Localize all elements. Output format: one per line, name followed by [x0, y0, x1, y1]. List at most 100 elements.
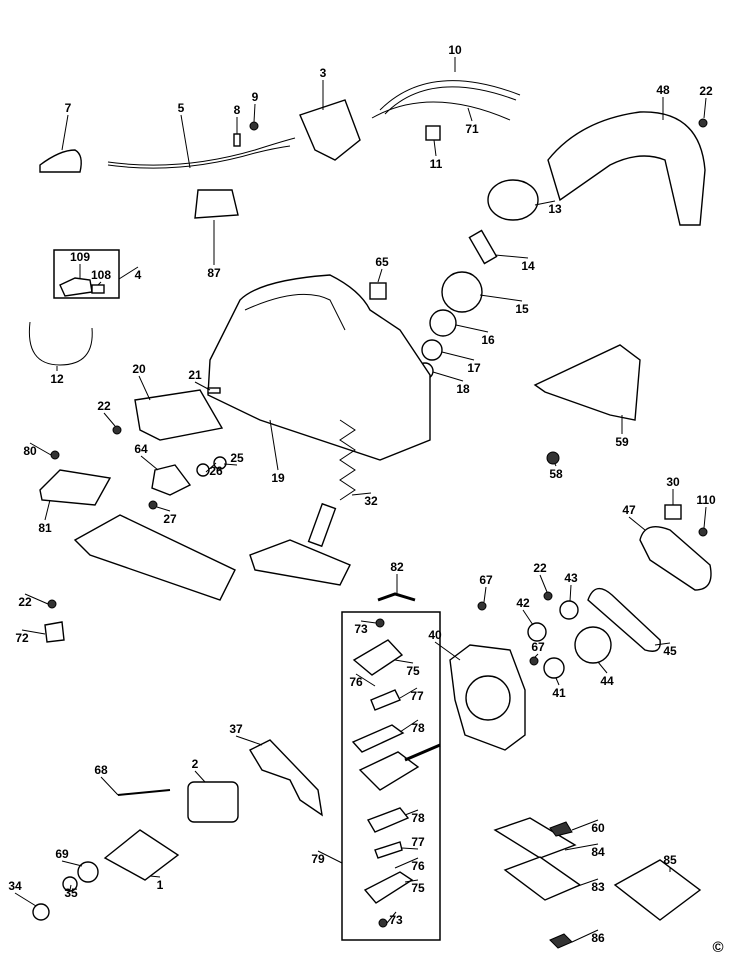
leader-line-81	[44, 499, 51, 521]
leader-line-27	[156, 506, 171, 512]
part-60-knob	[549, 821, 573, 837]
leader-line-2	[194, 770, 206, 783]
part-64-knob-base	[151, 464, 192, 496]
part-label-72: 72	[15, 631, 29, 645]
part-47-belt	[639, 526, 712, 591]
leader-line-40	[434, 641, 461, 661]
part-label-22: 22	[699, 84, 713, 98]
part-83-blade-gauge	[503, 856, 582, 901]
part-label-40: 40	[428, 628, 442, 642]
part-41-pulley	[543, 657, 565, 679]
part-drawings	[28, 80, 712, 949]
part-label-108: 108	[91, 268, 111, 282]
leader-line-108	[97, 281, 102, 286]
part-2-field	[187, 781, 239, 823]
part-label-22: 22	[533, 561, 547, 575]
part-label-30: 30	[666, 475, 680, 489]
part-85-sharpening-guide	[613, 859, 702, 921]
leader-line-77	[401, 847, 419, 850]
part-label-68: 68	[94, 763, 108, 777]
leader-line-68	[100, 776, 119, 796]
part-label-65: 65	[375, 255, 389, 269]
part-label-12: 12	[50, 372, 64, 386]
part-14-spindle	[468, 229, 498, 265]
leader-line-35	[69, 884, 72, 891]
part-67-screw-b	[529, 656, 539, 666]
part-label-87: 87	[207, 266, 221, 280]
leader-line-4	[118, 266, 139, 280]
leader-line-17	[441, 351, 475, 361]
part-label-10: 10	[448, 43, 462, 57]
part-label-5: 5	[178, 101, 185, 115]
part-32-spring	[339, 419, 356, 501]
leader-line-72	[21, 629, 46, 635]
part-label-32: 32	[364, 494, 378, 508]
part-45-drive-belt	[587, 587, 661, 652]
part-68-screw	[117, 789, 171, 796]
leader-line-64	[140, 455, 159, 471]
leader-lines	[14, 57, 707, 943]
leader-line-22	[539, 574, 548, 593]
part-label-73: 73	[354, 622, 368, 636]
part-19-housing	[207, 274, 431, 461]
leader-line-21	[194, 381, 211, 391]
part-label-86: 86	[591, 931, 605, 945]
leader-line-77	[399, 687, 418, 699]
leader-line-18	[432, 371, 464, 382]
part-44-pulley	[574, 626, 612, 664]
part-label-109: 109	[70, 250, 90, 264]
part-108-brush	[91, 284, 105, 294]
part-label-58: 58	[549, 467, 563, 481]
part-label-43: 43	[564, 571, 578, 585]
leader-line-14	[494, 254, 529, 259]
part-79-cutter-drum	[358, 751, 420, 791]
part-73-screw	[375, 618, 385, 628]
part-label-17: 17	[467, 361, 481, 375]
leader-line-41	[555, 677, 560, 686]
part-42-bearing	[527, 622, 547, 642]
part-69-bearing	[77, 861, 99, 883]
part-22-screw-b	[112, 425, 122, 435]
part-25-spring	[213, 456, 227, 470]
leader-line-75	[394, 659, 414, 664]
leader-line-58	[554, 463, 557, 467]
leader-line-71	[467, 107, 473, 122]
leader-line-110	[703, 506, 707, 529]
part-17-washer	[421, 339, 443, 361]
part-label-4: 4	[135, 268, 142, 282]
part-label-59: 59	[615, 435, 629, 449]
leader-line-83	[574, 878, 599, 888]
part-label-78: 78	[411, 721, 425, 735]
part-label-84: 84	[591, 845, 605, 859]
part-77-blade-holder-b	[374, 841, 403, 859]
part-label-76: 76	[411, 859, 425, 873]
leader-line-34	[14, 892, 37, 907]
part-15-gear	[441, 271, 483, 313]
leader-line-22	[103, 412, 116, 427]
part-34-cap	[32, 903, 50, 921]
part-75-blade-clamp	[352, 639, 404, 676]
part-4-brush-holder-box	[53, 249, 120, 299]
part-30-label	[664, 504, 682, 520]
part-label-47: 47	[622, 503, 636, 517]
leader-line-1	[149, 875, 161, 878]
part-label-48: 48	[656, 83, 670, 97]
part-label-75: 75	[411, 881, 425, 895]
part-label-69: 69	[55, 847, 69, 861]
part-label-110: 110	[696, 493, 716, 507]
part-35-bearing	[62, 876, 78, 892]
leader-line-16	[455, 324, 489, 333]
part-label-83: 83	[591, 880, 605, 894]
copyright-mark: ©	[712, 939, 723, 956]
part-label-78: 78	[411, 811, 425, 825]
part-label-34: 34	[8, 879, 22, 893]
part-65-bushing	[369, 282, 387, 300]
leader-line-76	[394, 857, 419, 869]
part-20-side-cover	[134, 389, 224, 441]
part-label-1: 1	[157, 878, 164, 892]
leader-line-9	[253, 103, 256, 123]
leader-line-5	[180, 114, 191, 169]
part-label-21: 21	[188, 368, 202, 382]
leader-line-20	[138, 375, 151, 401]
part-label-71: 71	[465, 122, 479, 136]
